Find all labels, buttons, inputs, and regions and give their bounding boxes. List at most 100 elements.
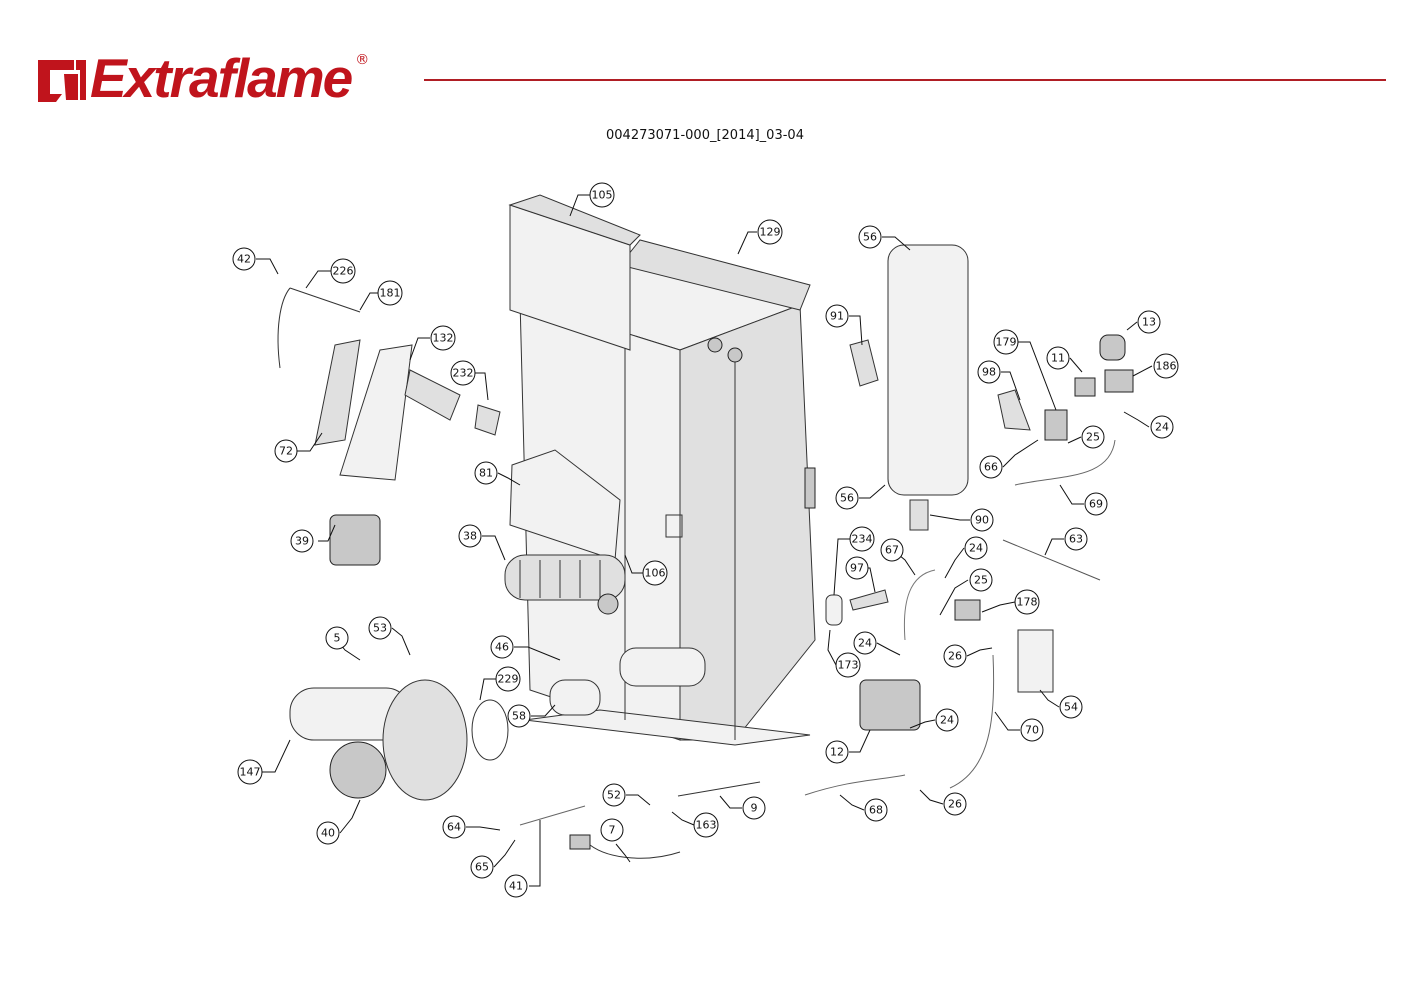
callout-label: 179 [996, 336, 1017, 349]
callout-label: 232 [453, 367, 474, 380]
callout-label: 132 [433, 332, 454, 345]
callout-label: 69 [1089, 498, 1103, 511]
callout-label: 25 [974, 574, 988, 587]
callout-58: 58 [507, 704, 531, 728]
callout-label: 163 [696, 819, 717, 832]
callout-label: 25 [1086, 431, 1100, 444]
callout-circle [290, 529, 314, 553]
callout-circle [825, 740, 849, 764]
part-pipe-inner [619, 647, 706, 687]
callout-label: 24 [1155, 421, 1169, 434]
callout-56: 56 [835, 486, 859, 510]
callout-5: 5 [325, 626, 349, 650]
part-cable-226 [277, 287, 291, 369]
callout-147: 147 [237, 759, 263, 785]
flame-logo-icon [34, 54, 90, 106]
callout-label: 67 [885, 544, 899, 557]
callout-label: 9 [751, 802, 758, 815]
callout-label: 97 [850, 562, 864, 575]
callout-circle [237, 759, 263, 785]
callout-label: 56 [840, 492, 854, 505]
callout-53: 53 [368, 616, 392, 640]
callout-12: 12 [825, 740, 849, 764]
part-valve-13 [1099, 334, 1126, 361]
callout-64: 64 [442, 815, 466, 839]
callout-label: 24 [969, 542, 983, 555]
callout-42: 42 [232, 247, 256, 271]
part-feeder-cover [314, 339, 361, 446]
callout-98: 98 [977, 360, 1001, 384]
callout-97: 97 [845, 556, 869, 580]
callout-label: 129 [760, 226, 781, 239]
callout-circle [1081, 425, 1105, 449]
callout-label: 39 [295, 535, 309, 548]
callout-181: 181 [377, 280, 403, 306]
callout-label: 106 [645, 567, 666, 580]
callout-circle [504, 874, 528, 898]
callout-label: 11 [1051, 352, 1065, 365]
callout-circle [742, 796, 766, 820]
callout-label: 24 [858, 637, 872, 650]
part-sleeve-234 [825, 594, 843, 626]
callout-38: 38 [458, 524, 482, 548]
callout-circle [757, 219, 783, 245]
callout-68: 68 [864, 798, 888, 822]
callout-circle [943, 792, 967, 816]
callout-25: 25 [969, 568, 993, 592]
callout-label: 98 [982, 366, 996, 379]
callout-circle [1020, 718, 1044, 742]
callout-circle [853, 631, 877, 655]
callout-26: 26 [943, 792, 967, 816]
callout-90: 90 [970, 508, 994, 532]
callout-234: 234 [849, 526, 875, 552]
callout-circle [835, 652, 861, 678]
callout-26: 26 [943, 644, 967, 668]
callout-label: 26 [948, 798, 962, 811]
callout-label: 13 [1142, 316, 1156, 329]
document-code: 004273071-000_[2014]_03-04 [606, 128, 804, 143]
callout-229: 229 [495, 666, 521, 692]
part-valve-179 [1044, 409, 1068, 441]
callout-circle [993, 329, 1019, 355]
callout-label: 63 [1069, 533, 1083, 546]
callout-label: 226 [333, 265, 354, 278]
callout-circle [458, 524, 482, 548]
callout-label: 38 [463, 530, 477, 543]
callout-circle [589, 182, 615, 208]
callout-173: 173 [835, 652, 861, 678]
callout-label: 53 [373, 622, 387, 635]
part-pipe-70 [949, 654, 995, 789]
callout-9: 9 [742, 796, 766, 820]
callout-circle [600, 818, 624, 842]
part-cable-226b [289, 287, 361, 313]
callout-81: 81 [474, 461, 498, 485]
callout-circle [1064, 527, 1088, 551]
callout-label: 66 [984, 461, 998, 474]
callout-circle [490, 635, 514, 659]
callout-label: 181 [380, 287, 401, 300]
callout-label: 173 [838, 659, 859, 672]
callout-40: 40 [316, 821, 340, 845]
callout-7: 7 [600, 818, 624, 842]
part-sensor-7 [569, 834, 591, 850]
callout-178: 178 [1014, 589, 1040, 615]
callout-circle [602, 783, 626, 807]
callout-163: 163 [693, 812, 719, 838]
callout-46: 46 [490, 635, 514, 659]
callout-25: 25 [1081, 425, 1105, 449]
callout-11: 11 [1046, 346, 1070, 370]
callout-226: 226 [330, 258, 356, 284]
part-feeder-chute [404, 369, 461, 421]
callout-circle [825, 304, 849, 328]
callout-circle [835, 486, 859, 510]
callout-label: 64 [447, 821, 461, 834]
callout-label: 41 [509, 880, 523, 893]
callout-66: 66 [979, 455, 1003, 479]
part-cable-9 [677, 781, 761, 797]
callout-39: 39 [290, 529, 314, 553]
callout-label: 12 [830, 746, 844, 759]
callout-label: 65 [475, 861, 489, 874]
callout-label: 52 [607, 789, 621, 802]
part-valve-11 [1074, 377, 1096, 397]
